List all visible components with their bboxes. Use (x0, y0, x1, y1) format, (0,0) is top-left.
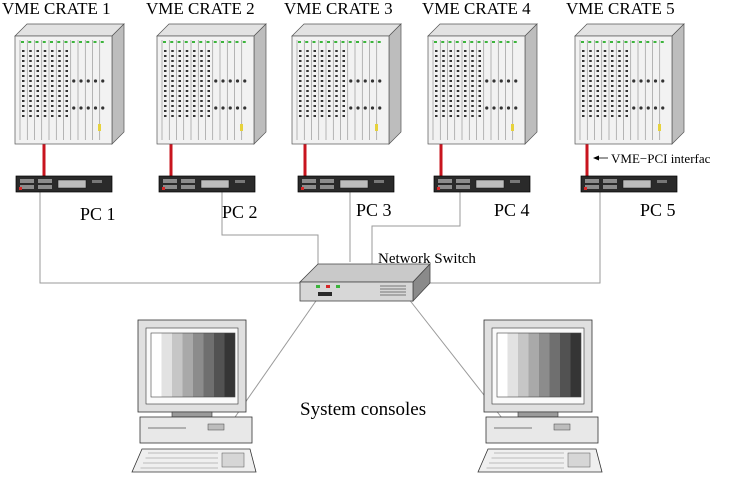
crate-label-3: VME CRATE 3 (284, 0, 393, 18)
vme-crate-1 (14, 23, 125, 145)
pc-label-2: PC 2 (222, 202, 258, 222)
pc-unit-2 (158, 175, 256, 193)
vme-crates (14, 23, 685, 145)
consoles-label: System consoles (300, 399, 426, 420)
system-consoles (131, 319, 603, 473)
pc-units (15, 175, 678, 193)
pc-label-5: PC 5 (640, 200, 676, 220)
interface-label: VME−PCI interfac (611, 151, 711, 166)
pc-unit-1 (15, 175, 113, 193)
crate-label-4: VME CRATE 4 (422, 0, 531, 18)
vme-pci-cables (42, 144, 589, 176)
link-switch-console-left (232, 297, 319, 421)
interface-annotation: VME−PCI interfac (593, 151, 711, 166)
vme-crate-5 (574, 23, 685, 145)
link-pc1-switch (39, 192, 302, 284)
vme-crate-2 (156, 23, 267, 145)
pc-label-4: PC 4 (494, 200, 530, 220)
vme-crate-4 (427, 23, 538, 145)
crate-label-5: VME CRATE 5 (566, 0, 675, 18)
vme-crate-3 (291, 23, 402, 145)
link-pc2-switch (221, 192, 319, 268)
pc-unit-3 (297, 175, 395, 193)
pc-label-1: PC 1 (80, 204, 116, 224)
crate-label-1: VME CRATE 1 (2, 0, 111, 18)
pc-label-3: PC 3 (356, 200, 392, 220)
console-2 (477, 319, 603, 473)
pc-unit-5 (580, 175, 678, 193)
crate-label-2: VME CRATE 2 (146, 0, 255, 18)
network-links (39, 192, 601, 421)
link-pc4-switch (371, 192, 461, 264)
switch-label: Network Switch (378, 251, 476, 267)
link-pc5-switch (412, 192, 601, 284)
network-switch (299, 262, 431, 303)
pc-unit-4 (433, 175, 531, 193)
console-1 (131, 319, 257, 473)
